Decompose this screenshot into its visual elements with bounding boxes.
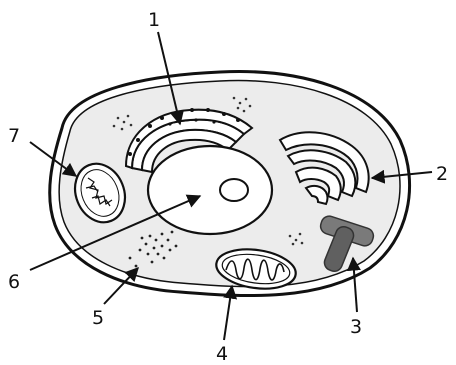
label-7: 7 [8, 125, 20, 147]
label-5: 5 [92, 307, 104, 329]
label-2: 2 [436, 163, 448, 185]
label-3: 3 [350, 316, 362, 338]
label-6: 6 [8, 271, 20, 293]
nucleus [148, 146, 272, 234]
nucleolus [220, 179, 248, 201]
label-4: 4 [216, 343, 228, 365]
label-1: 1 [148, 9, 160, 31]
